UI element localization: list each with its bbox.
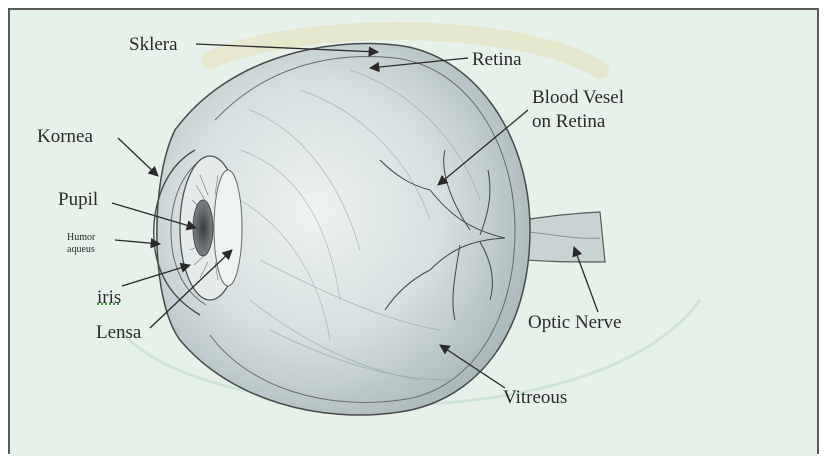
label-vitreous: Vitreous	[503, 388, 567, 407]
label-iris: iris	[97, 288, 121, 307]
label-retina: Retina	[472, 50, 522, 69]
label-optic-nerve: Optic Nerve	[528, 313, 621, 332]
label-pupil: Pupil	[58, 190, 98, 209]
label-blood-vessel-line2: on Retina	[532, 110, 624, 134]
label-sklera: Sklera	[129, 35, 178, 54]
label-humor-line1: Humor	[67, 232, 107, 244]
label-humor-line2: aqueus	[67, 244, 107, 256]
label-blood-vessel: Blood Vesel on Retina	[532, 86, 624, 134]
label-lensa: Lensa	[96, 323, 141, 342]
label-blood-vessel-line1: Blood Vesel	[532, 86, 624, 110]
label-humor-aqueus: Humor aqueus	[67, 232, 107, 256]
label-kornea: Kornea	[37, 127, 93, 146]
lens-shape	[214, 170, 242, 286]
